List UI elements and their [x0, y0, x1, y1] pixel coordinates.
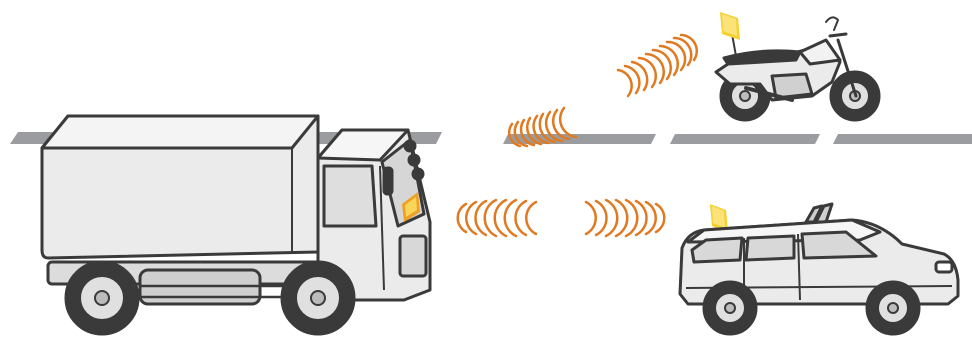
motorcycle-tank: [800, 40, 840, 64]
truck-rear-wheel: [66, 262, 138, 334]
road-segment: [833, 134, 972, 144]
signal-wave-truck-to-suv-left: [458, 200, 536, 236]
truck-grille: [400, 236, 426, 276]
suv: [680, 204, 958, 334]
truck-cargo-top: [42, 116, 318, 148]
signal-wave-truck-to-motorcycle-far: [618, 35, 697, 96]
truck: [42, 116, 430, 334]
suv-rear-wheel: [704, 282, 756, 334]
road-segment: [670, 134, 820, 144]
suv-roof-beacon: [806, 204, 832, 222]
motorcycle-v2x-tag-icon: [720, 12, 740, 56]
signal-wave-truck-to-suv-right: [586, 200, 664, 236]
suv-front-wheel: [867, 282, 919, 334]
truck-side-window: [324, 166, 376, 226]
motorcycle: [716, 12, 879, 120]
truck-front-wheel: [282, 262, 354, 334]
suv-window-middle: [746, 236, 794, 260]
suv-headlight: [936, 262, 952, 272]
